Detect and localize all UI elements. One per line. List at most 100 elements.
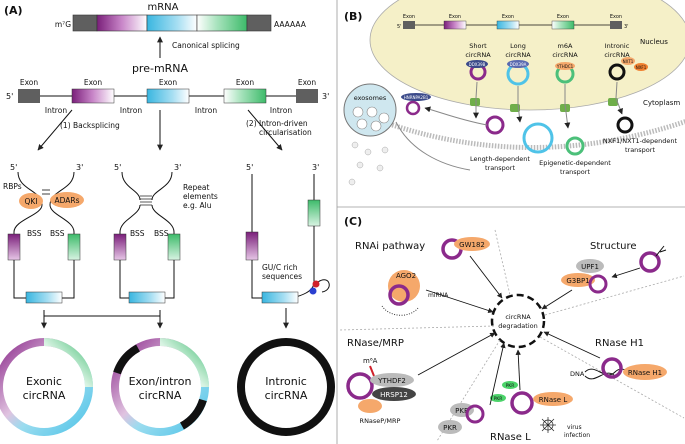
svg-text:3': 3'	[76, 163, 83, 172]
panel-c: (C) circRNA degradation RNAi pathway GW1…	[339, 215, 685, 443]
pkr-green-1	[502, 381, 518, 389]
repeat-label-1: Repeat	[183, 183, 209, 192]
svg-text:PKR: PKR	[494, 396, 503, 402]
intron-driven-label-1: (2) Intron-driven	[246, 119, 308, 128]
svg-text:G3BP1: G3BP1	[566, 277, 589, 285]
svg-text:NXF1: NXF1	[636, 65, 647, 70]
ythdc1-protein	[555, 62, 575, 70]
canonical-splicing-label: Canonical splicing	[172, 41, 240, 50]
adars-label: ADARs	[54, 196, 79, 205]
exon-label-2: Exon	[84, 78, 103, 87]
ddx39b-protein	[466, 60, 488, 68]
short-circrna-label-2: circRNA	[465, 51, 491, 59]
nxf1-protein	[634, 63, 648, 71]
repeat-label-2: elements	[183, 192, 218, 201]
bss-label-1: BSS	[27, 229, 42, 238]
svg-text:DDX39A: DDX39A	[510, 62, 527, 67]
rbps-label: RBPs	[3, 182, 22, 191]
premrna-3prime: 3'	[322, 92, 329, 101]
degradation-center	[490, 293, 546, 349]
gu-bead-blue	[309, 287, 317, 295]
gw182-protein	[454, 237, 490, 251]
mirna-label: miRNA	[428, 292, 449, 299]
exon-label-1: Exon	[20, 78, 39, 87]
backsplice-repeat-hairpin: 5' 3' Repeat elements e.g. Alu BSS BSS	[113, 163, 218, 304]
premrna-5prime: 5'	[6, 92, 13, 101]
rnase-mrp-title: RNase/MRP	[347, 338, 404, 349]
svg-text:YTHDF2: YTHDF2	[377, 377, 406, 385]
m6a-circrna-label-2: circRNA	[552, 51, 578, 59]
svg-text:Exon: Exon	[557, 14, 569, 20]
svg-text:5': 5'	[10, 163, 17, 172]
bss-label-2: BSS	[50, 229, 65, 238]
svg-text:RNase H1: RNase H1	[628, 369, 662, 377]
exon-intron-circrna-ring: Exon/intron circRNA	[111, 338, 209, 436]
repeat-label-3: e.g. Alu	[183, 201, 212, 210]
intronic-label-2: circRNA	[265, 389, 308, 402]
cytoplasm-label: Cytoplasm	[643, 99, 680, 107]
rnai-title: RNAi pathway	[355, 241, 425, 252]
panel-a: (A) mRNA m⁷G AAAAAA Canonical splicing p…	[0, 2, 335, 436]
g3bp1-protein	[561, 273, 595, 287]
structure-title: Structure	[590, 241, 637, 252]
rnasep-protein	[358, 399, 382, 413]
intron-driven-label-2: circularisation	[259, 128, 312, 137]
intronic-circrna-label-2: circRNA	[604, 51, 630, 59]
hnrnpa2b1-protein	[401, 93, 431, 101]
svg-text:5': 5'	[246, 163, 253, 172]
exosomes-label: exosomes	[354, 94, 387, 102]
panel-b: (B) Nucleus Cytoplasm 5' 3' Exon Exon Ex…	[343, 0, 685, 186]
svg-text:PKR: PKR	[443, 424, 457, 432]
backsplice-rbp-hairpin: 5' 3' RBPs QKI ADARs BSS BSS	[3, 163, 84, 304]
bss-label-3: BSS	[130, 229, 145, 238]
rnase-h1-protein	[623, 364, 667, 380]
mrna-cap: m⁷G	[55, 20, 71, 29]
intronic-label-1: Intronic	[265, 375, 307, 388]
m6a-mark-label: m⁶A	[363, 357, 378, 365]
ythdf2-protein	[370, 373, 414, 387]
exon-label-3: Exon	[159, 78, 178, 87]
nuclear-pores	[470, 98, 618, 112]
svg-text:UPF1: UPF1	[581, 263, 599, 271]
panel-c-label: (C)	[344, 215, 362, 228]
svg-text:HNRNPA2B1: HNRNPA2B1	[404, 95, 429, 100]
exonic-label-2: circRNA	[23, 389, 66, 402]
dna-label: DNA	[570, 370, 585, 378]
m6a-circrna-label-1: m6A	[558, 42, 573, 50]
exint-label-2: circRNA	[139, 389, 182, 402]
long-circrna-label-1: Long	[510, 42, 526, 50]
svg-text:RNase L: RNase L	[539, 396, 568, 404]
svg-text:HRSP12: HRSP12	[380, 391, 408, 399]
exon-label-5: Exon	[298, 78, 317, 87]
svg-text:3': 3'	[174, 163, 181, 172]
epi-transport-label-2: transport	[560, 168, 590, 176]
mrna-title: mRNA	[147, 2, 178, 13]
hrsp12-protein	[372, 387, 416, 401]
nucleus-label: Nucleus	[640, 38, 668, 46]
mrna-polya: AAAAAA	[274, 20, 307, 29]
rnasep-label: RNaseP/MRP	[360, 417, 401, 425]
mrna-bar	[72, 14, 272, 32]
exint-label-1: Exon/intron	[129, 375, 192, 388]
virus-icon	[540, 417, 556, 433]
virus-label-1: virus	[567, 424, 582, 431]
length-transport-label-2: transport	[485, 164, 515, 172]
svg-text:Exon: Exon	[610, 14, 622, 20]
exonic-label-1: Exonic	[26, 375, 62, 388]
long-circrna-label-2: circRNA	[505, 51, 531, 59]
svg-text:YTHDC1: YTHDC1	[556, 64, 574, 69]
bss-label-4: BSS	[154, 229, 169, 238]
intron-label-3: Intron	[195, 106, 217, 115]
panel-b-label: (B)	[344, 10, 362, 23]
intronic-circrna-label-1: Intronic	[605, 42, 630, 50]
adars-protein	[50, 192, 84, 208]
pkr-protein-2	[438, 420, 462, 434]
center-label-2: degradation	[498, 322, 537, 330]
panel-b-gene-track: 5' 3' Exon Exon Exon Exon Exon	[397, 14, 629, 30]
exonic-circrna-ring: Exonic circRNA	[0, 338, 93, 436]
svg-text:PKR: PKR	[506, 383, 515, 389]
nxf-transport-label-1: NXF1/NXT1-dependent	[603, 137, 678, 145]
rnase-h1-title: RNase H1	[595, 338, 644, 349]
intron-driven-lariat: 5' 3' GU/C rich sequences	[245, 163, 330, 304]
svg-text:AGO2: AGO2	[396, 272, 416, 280]
